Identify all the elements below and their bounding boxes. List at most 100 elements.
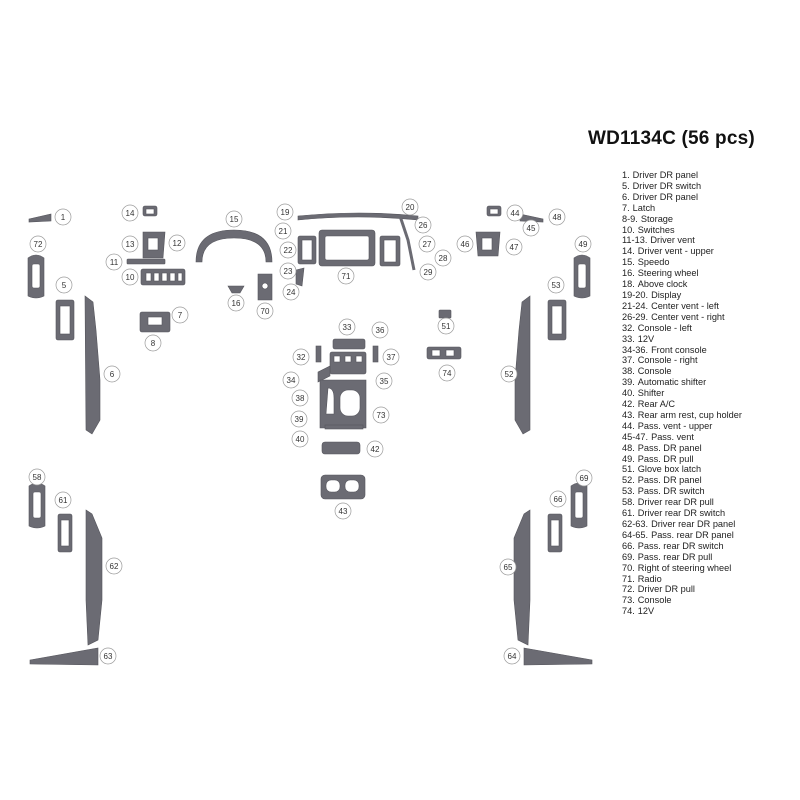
legend-item-label: Rear arm rest, cup holder [637,409,742,420]
legend-item: 43.Rear arm rest, cup holder [622,410,742,421]
legend-item: 38.Console [622,366,742,377]
part-66-pass-rear-dr-switch [547,513,563,553]
legend-item-number: 43. [622,409,635,420]
callout-20: 20 [401,198,419,216]
callout-number: 27 [423,240,432,249]
callout-circle [279,241,297,259]
callout-circle [121,204,139,222]
part-69-pass-rear-dr-pull [570,482,588,529]
callout-number: 35 [380,377,389,386]
callout-number: 22 [284,246,293,255]
callout-circle [574,235,592,253]
legend-item-number: 32. [622,322,635,333]
part-11-driver-vent [126,258,166,265]
legend-item-number: 49. [622,453,635,464]
legend-item-number: 69. [622,551,635,562]
callout-48: 48 [548,208,566,226]
legend-item-number: 52. [622,475,635,486]
part-15-speedo [195,229,273,263]
legend-item: 37.Console - right [622,355,742,366]
callout-circle [105,253,123,271]
callout-number: 11 [110,258,119,267]
part-51-glove-box-latch [438,309,452,319]
legend-item: 10.Switches [622,225,742,236]
callout-number: 53 [552,281,561,290]
callout-70: 70 [256,302,274,320]
part-38-console [317,365,331,383]
callout-64: 64 [503,647,521,665]
callout-23: 23 [279,262,297,280]
legend-item-label: Automatic shifter [637,377,707,388]
legend-item: 26-29.Center vent - right [622,312,742,323]
callout-6: 6 [103,365,121,383]
legend-item-number: 66. [622,540,635,551]
callout-circle [549,490,567,508]
callout-number: 45 [527,224,536,233]
callout-number: 13 [126,240,135,249]
callout-circle [282,371,300,389]
legend-item-number: 44. [622,420,635,431]
callout-16: 16 [227,294,245,312]
callout-number: 40 [296,435,305,444]
legend-item: 34-36.Front console [622,345,742,356]
callout-circle [503,647,521,665]
part-61-driver-rear-dr-switch [57,513,73,553]
kit-title: WD1134C (56 pcs) [588,128,755,149]
legend-item-label: Driver DR panel [632,170,699,180]
callout-13: 13 [121,235,139,253]
callout-circle [144,334,162,352]
legend-item-number: 33. [622,333,635,344]
callout-circle [366,440,384,458]
legend-item-label: Switches [637,224,675,235]
callout-circle [121,268,139,286]
legend-item-number: 74. [622,606,635,617]
callout-number: 36 [376,326,385,335]
legend-item: 71.Radio [622,574,742,585]
callout-number: 6 [110,370,115,379]
legend-item-label: Console [637,595,672,606]
callout-circle [292,348,310,366]
legend-item: 53.Pass. DR switch [622,486,742,497]
callout-number: 29 [424,268,433,277]
callout-8: 8 [144,334,162,352]
legend-item-number: 10. [622,224,635,235]
part-63-driver-rear-dr-panel [29,647,99,666]
callout-5: 5 [55,276,73,294]
part-13-driver-vent [142,231,166,259]
legend-item: 8-9.Storage [622,214,742,225]
legend-item-label: 12V [637,333,655,344]
legend-item-label: Shifter [637,388,665,399]
legend-item-label: Driver rear DR switch [637,508,726,519]
callout-58: 58 [28,468,46,486]
callout-number: 47 [510,243,519,252]
legend-item-number: 7. [622,202,630,213]
legend-item-number: 39. [622,377,635,388]
callout-number: 28 [439,254,448,263]
legend-item-number: 19-20. [622,289,649,300]
callout-circle [225,210,243,228]
legend-item-number: 15. [622,257,635,268]
legend-item-number: 48. [622,442,635,453]
legend-item: 11-13.Driver vent [622,235,742,246]
legend-item: 32.Console - left [622,323,742,334]
callout-circle [375,372,393,390]
legend-item-number: 58. [622,497,635,508]
legend-item: 72.Driver DR pull [622,584,742,595]
legend-item-label: Rear A/C [637,399,676,410]
legend-item-number: 6. [622,191,630,202]
callout-number: 32 [297,353,306,362]
part-52-pass-dr-panel [514,295,531,435]
part-71-radio [318,229,376,267]
legend-item: 64-65.Pass. rear DR panel [622,530,742,541]
callout-circle [290,410,308,428]
callout-number: 16 [232,299,241,308]
callout-15: 15 [225,210,243,228]
callout-33: 33 [338,318,356,336]
callout-69: 69 [575,469,593,487]
legend-item-number: 72. [622,584,635,595]
legend-item: 5.Driver DR switch [622,181,742,192]
callout-39: 39 [290,410,308,428]
callout-circle [54,208,72,226]
callout-number: 51 [442,322,451,331]
legend-item: 73.Console [622,595,742,606]
